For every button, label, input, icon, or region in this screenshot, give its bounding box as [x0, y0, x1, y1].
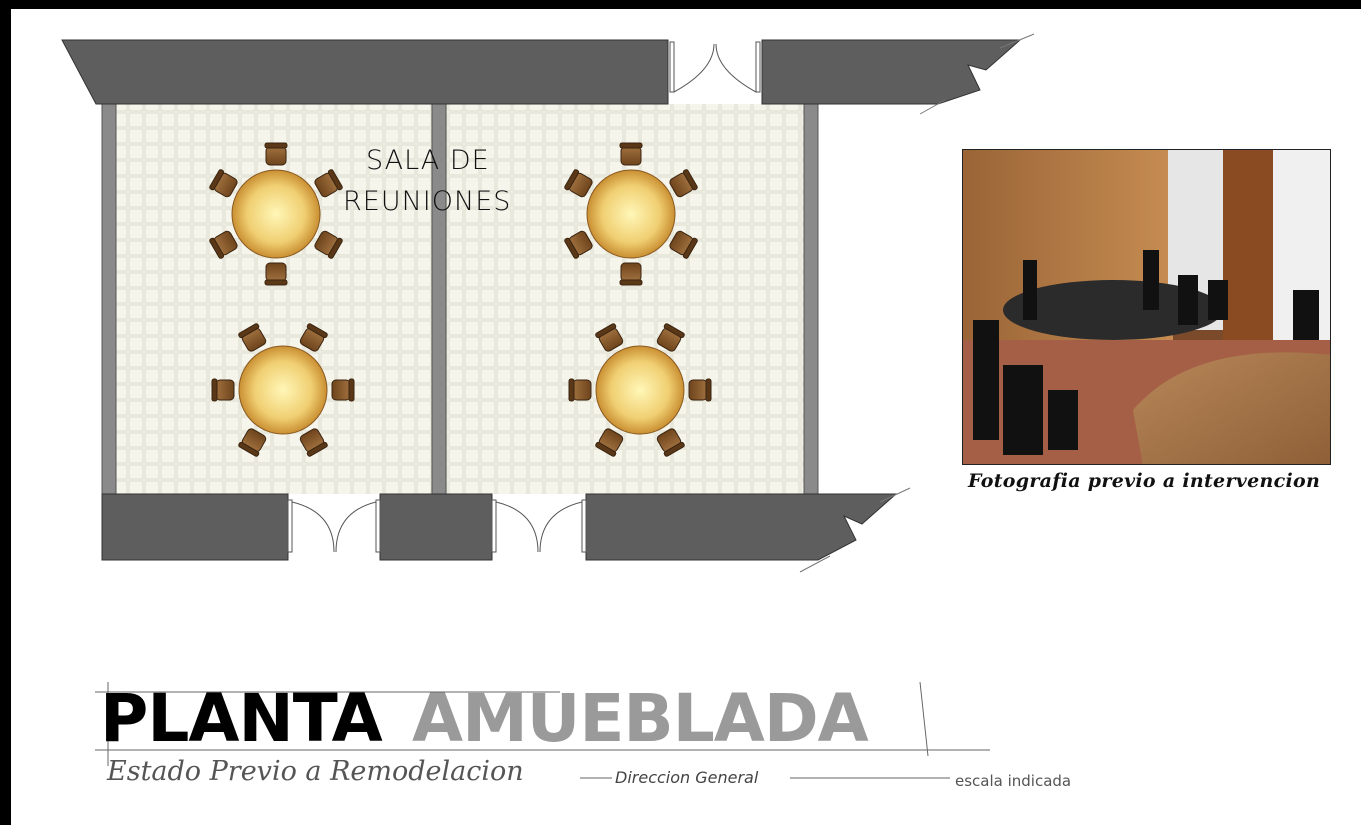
table-set-4 — [568, 322, 712, 458]
photo-caption: Fotografia previo a intervencion — [968, 470, 1321, 492]
table-set-1 — [208, 142, 344, 286]
top-door — [669, 41, 761, 93]
table-set-2 — [563, 142, 699, 286]
title-amueblada: AMUEBLADA — [412, 680, 869, 757]
subtitle: Estado Previo a Remodelacion — [107, 756, 524, 787]
bottom-door-left — [287, 499, 381, 553]
title-planta: PLANTA — [100, 680, 383, 757]
department-label: Direccion General — [615, 768, 759, 787]
top-wall-left — [61, 39, 669, 105]
room-name-line2: REUNIONES — [343, 186, 512, 217]
bottom-wall-middle — [379, 493, 493, 561]
room-name-line1: SALA DE — [366, 145, 490, 176]
room-photo — [962, 149, 1331, 465]
top-wall-right — [761, 39, 1022, 105]
scale-label: escala indicada — [955, 772, 1072, 790]
bottom-door-right — [491, 499, 587, 553]
right-column-wall — [803, 103, 819, 495]
title-sketch-lines — [95, 681, 990, 779]
bottom-wall-left — [101, 493, 289, 561]
bottom-wall-right — [585, 493, 898, 561]
table-set-3 — [211, 322, 355, 458]
left-column-wall — [101, 103, 117, 495]
